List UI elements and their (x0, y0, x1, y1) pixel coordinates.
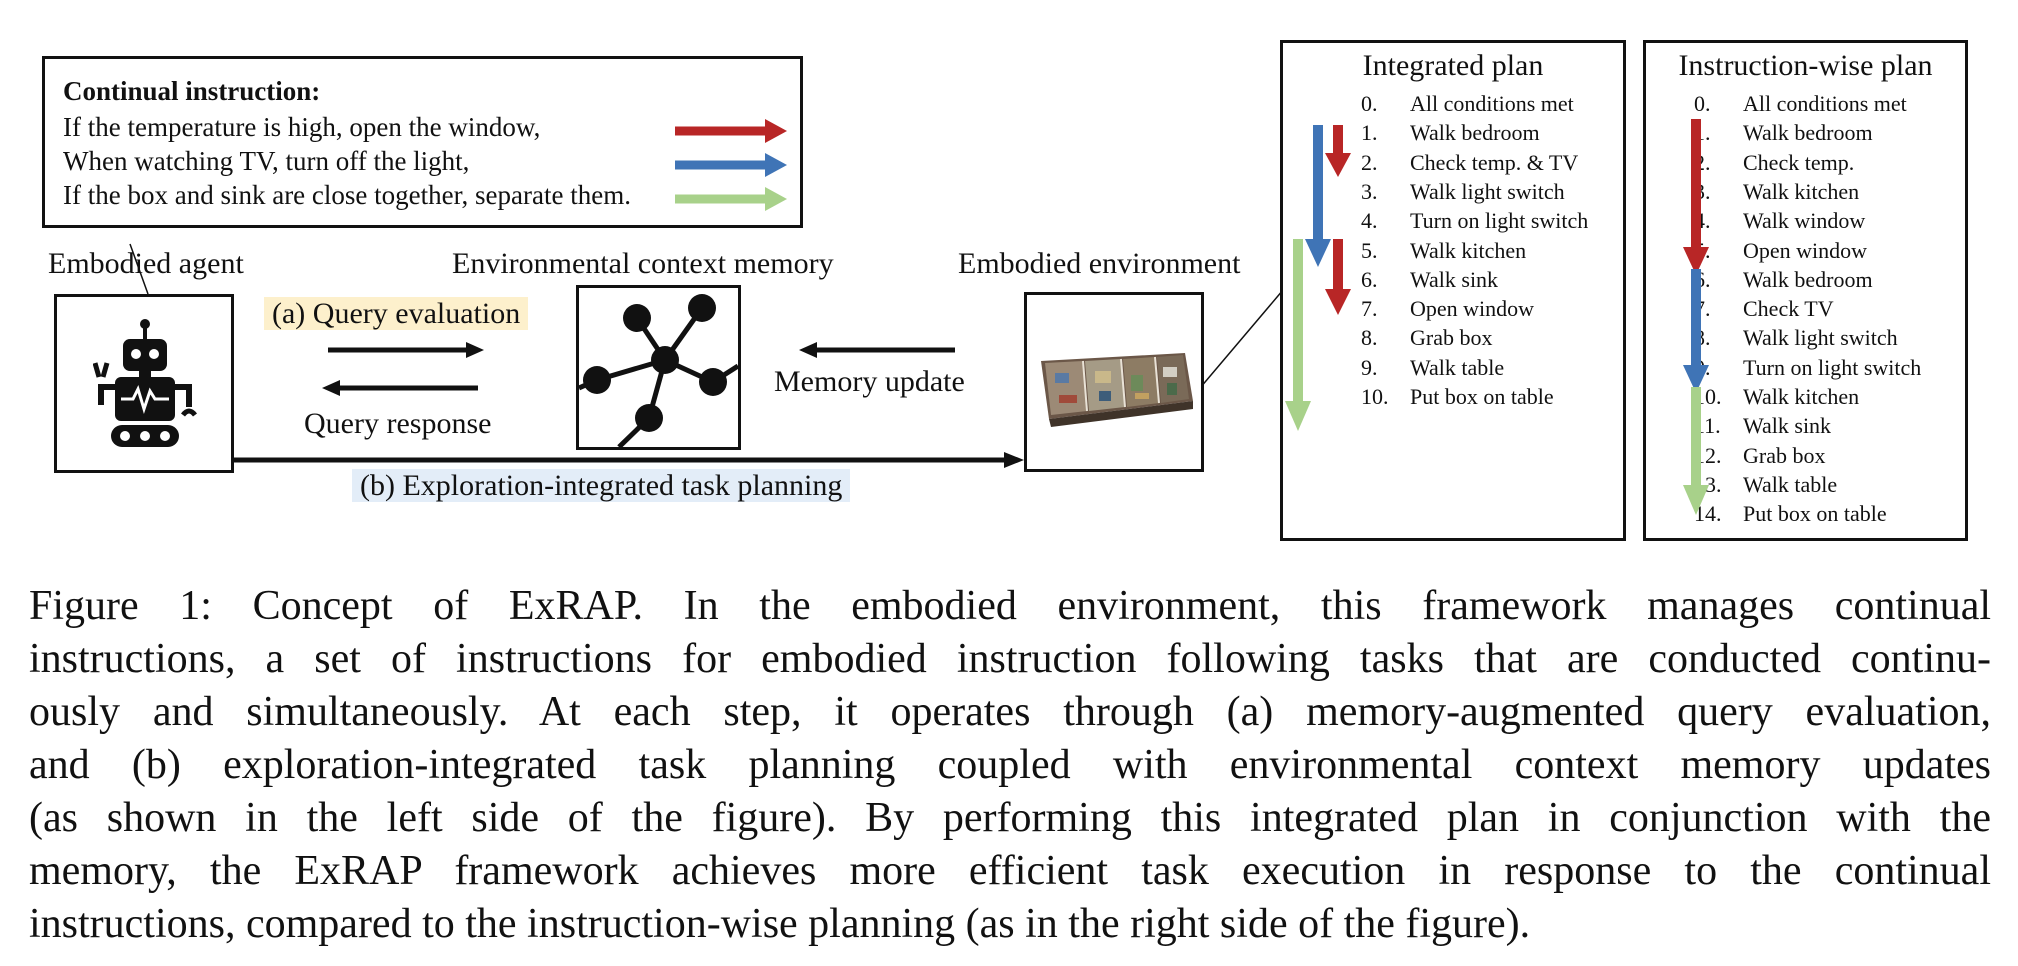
continual-instruction-title: Continual instruction: (63, 76, 321, 106)
plan-step-number: 6. (1361, 266, 1378, 292)
green-arrowhead (765, 187, 787, 211)
exploration-arrowhead (1004, 452, 1024, 468)
plan-step-action: Open window (1743, 237, 1868, 263)
plan-step-action: Walk window (1743, 208, 1866, 234)
instruction-line-tv: When watching TV, turn off the light, (63, 146, 470, 176)
plan-step-action: Put box on table (1743, 501, 1887, 527)
plan-step-number: 2. (1361, 149, 1378, 175)
plan-step-action: Walk bedroom (1743, 266, 1873, 292)
memory-update-arrowhead (799, 342, 817, 358)
environment-label: Embodied environment (958, 247, 1241, 280)
integrated-green-arrowhead (1285, 401, 1311, 431)
agent-box (54, 294, 234, 473)
caption-line-4: and (b) exploration-integrated task plan… (29, 742, 1991, 788)
caption-line-5: (as shown in the left side of the figure… (29, 795, 1991, 841)
plan-step-action: Walk light switch (1743, 325, 1898, 351)
caption-line-6: memory, the ExRAP framework achieves mor… (29, 848, 1991, 894)
red-arrowhead (765, 119, 787, 143)
plan-step-action: Check TV (1743, 296, 1834, 322)
instruction-line-temperature: If the temperature is high, open the win… (63, 112, 541, 142)
plan-step-action: Open window (1410, 296, 1535, 322)
instruction-line-box-sink: If the box and sink are close together, … (63, 180, 631, 210)
plan-step-action: Walk kitchen (1743, 384, 1860, 409)
exploration-highlight: (b) Exploration-integrated task planning (352, 469, 851, 502)
query-response-label: Query response (304, 407, 492, 440)
plan-step-action: Walk kitchen (1743, 178, 1860, 204)
caption-line-3: ously and simultaneously. At each step, … (29, 689, 1991, 735)
embodied-agent-label: Embodied agent (48, 247, 244, 280)
integrated-red-arrowhead-1 (1325, 153, 1351, 177)
house-floorplan-icon (1041, 353, 1193, 427)
instruction-color-arrows (675, 119, 787, 211)
plan-step-number: 7. (1361, 296, 1378, 322)
plan-step-action: Walk table (1743, 471, 1838, 497)
figure-caption: Figure 1: Concept of ExRAP. In the embod… (29, 580, 1991, 951)
plan-step-action: Walk kitchen (1410, 237, 1527, 263)
plan-step-number: 8. (1361, 325, 1378, 351)
iw-green-arrowhead (1683, 485, 1709, 515)
iw-blue-arrowhead (1683, 365, 1709, 393)
plan-step-action: Grab box (1743, 442, 1826, 468)
plan-step-action: Walk bedroom (1743, 120, 1873, 146)
plan-step-action: Turn on light switch (1743, 354, 1922, 380)
plan-step-action: Put box on table (1410, 384, 1554, 409)
continual-instruction-box: Continual instruction: If the temperatur… (42, 56, 803, 228)
plan-step-action: Walk light switch (1410, 178, 1565, 204)
memory-update-label: Memory update (774, 365, 965, 398)
plan-step-number: 0. (1361, 91, 1378, 116)
plan-step-action: Walk bedroom (1410, 120, 1540, 146)
plan-step-number: 9. (1361, 354, 1378, 380)
graph-network-icon (579, 294, 738, 447)
plan-step-number: 10. (1361, 384, 1389, 409)
memory-box (576, 285, 741, 450)
plan-step-number: 0. (1694, 91, 1711, 116)
figure-connectors (129, 243, 1284, 468)
integrated-red-arrowhead-2 (1325, 289, 1351, 315)
figure: Continual instruction: If the temperatur… (42, 40, 1968, 541)
exploration-label: (b) Exploration-integrated task planning (352, 468, 851, 504)
callout-line-agent (129, 243, 149, 295)
integrated-plan-box: Integrated plan 0. All conditions met 1. Wa… (1280, 40, 1626, 541)
caption-line-7: instructions, compared to the instructio… (29, 901, 1531, 947)
blue-arrowhead (765, 153, 787, 177)
query-evaluation-label: (a) Query evaluation (264, 296, 529, 332)
plan-step-action: All conditions met (1410, 91, 1574, 116)
memory-label: Environmental context memory (452, 247, 834, 280)
query-evaluation-highlight: (a) Query evaluation (264, 297, 529, 330)
integrated-plan-arrows (1285, 125, 1351, 431)
query-evaluation-arrowhead (466, 342, 484, 358)
environment-box (1024, 292, 1204, 472)
integrated-blue-arrowhead (1305, 239, 1331, 267)
iw-red-arrowhead (1683, 247, 1709, 275)
plan-step-action: Grab box (1410, 325, 1493, 351)
plan-step-action: All conditions met (1743, 91, 1907, 116)
plan-step-action: Check temp. & TV (1410, 149, 1579, 175)
plan-step-number: 4. (1361, 208, 1378, 234)
integrated-plan-title: Integrated plan (1362, 49, 1544, 82)
instruction-wise-plan-title: Instruction-wise plan (1678, 49, 1933, 82)
plan-step-number: 5. (1361, 237, 1378, 263)
robot-icon (93, 319, 197, 447)
plan-step-number: 1. (1361, 120, 1378, 146)
plan-step-action: Walk sink (1410, 266, 1499, 292)
plan-step-number: 3. (1361, 178, 1378, 204)
callout-line-environment (1199, 289, 1284, 389)
caption-line-2: instructions, a set of instructions for … (29, 636, 1991, 682)
instruction-wise-plan-arrows (1683, 119, 1709, 515)
plan-step-action: Check temp. (1743, 149, 1855, 175)
plan-step-action: Turn on light switch (1410, 208, 1589, 234)
instruction-wise-plan-box: Instruction-wise plan 0. All conditions m… (1643, 40, 1968, 541)
query-response-arrowhead (322, 380, 340, 396)
plan-step-action: Walk table (1410, 354, 1505, 380)
caption-line-1: Figure 1: Concept of ExRAP. In the embod… (29, 583, 1991, 629)
plan-step-action: Walk sink (1743, 413, 1832, 439)
